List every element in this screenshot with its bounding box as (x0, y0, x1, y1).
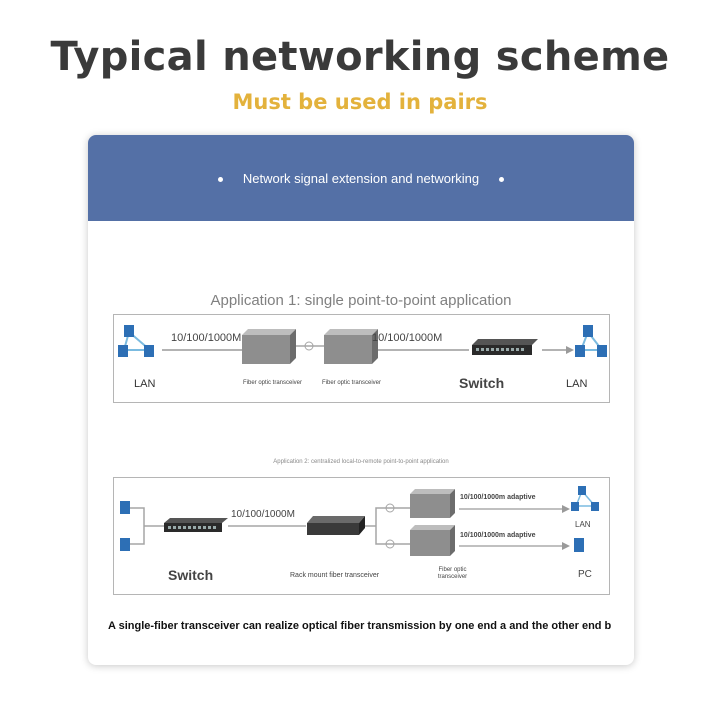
app2-adaptive-top: 10/100/1000m adaptive (460, 494, 536, 501)
app2-rack-label: Rack mount fiber transceiver (290, 572, 380, 579)
app2-adaptive-bottom: 10/100/1000m adaptive (460, 532, 536, 539)
scheme-card: Network signal extension and networking … (88, 135, 634, 665)
lan-remote-icon (571, 486, 599, 511)
app1-lan-right: LAN (566, 378, 588, 390)
switch-icon (472, 339, 538, 355)
lan-left-icon (118, 325, 154, 357)
arrow-right-icon (566, 346, 574, 354)
app1-speed-right: 10/100/1000M (372, 332, 443, 344)
lan-right-icon (575, 325, 607, 357)
app1-transceiver-left: Fiber optic transceiver (243, 380, 303, 386)
page-subtitle: Must be used in pairs (232, 90, 488, 114)
app1-transceiver-right: Fiber optic transceiver (322, 380, 382, 386)
banner-text: Network signal extension and networking (88, 171, 634, 186)
application2-title: Application 2: centralized local-to-remo… (273, 459, 449, 465)
bullet-left-icon (217, 177, 223, 183)
app1-lan-left: LAN (134, 378, 156, 390)
pc-left-top-icon (120, 501, 130, 514)
pc-remote-icon (574, 538, 584, 552)
fiber-transceiver-right-icon (324, 329, 378, 364)
arrow-lan-icon (562, 505, 570, 513)
bullet-right-icon (499, 177, 505, 183)
banner-label: Network signal extension and networking (242, 171, 480, 186)
fiber-transceiver-bottom-icon (410, 525, 455, 556)
app2-fiber-label: Fiber optic transceiver (437, 567, 468, 580)
fiber-transceiver-left-icon (242, 329, 296, 364)
app1-speed-left: 10/100/1000M (171, 332, 242, 344)
banner: Network signal extension and networking (88, 135, 634, 221)
rack-transceiver-icon (307, 516, 365, 535)
app2-pc-label: PC (578, 569, 592, 580)
app2-switch-icon (164, 518, 228, 532)
app1-switch-label: Switch (459, 375, 505, 391)
arrow-pc-icon (562, 542, 570, 550)
app2-lan-label: LAN (575, 520, 591, 529)
application1-diagram: 10/100/1000M 10/100/1000M LAN Fiber opti… (113, 314, 610, 403)
footer-note: A single-fiber transceiver can realize o… (108, 620, 612, 632)
page-title: Typical networking scheme (50, 34, 670, 80)
app2-speed: 10/100/1000M (231, 509, 295, 520)
application2-diagram: 10/100/1000M 10/100/1000m adaptive 10/10… (113, 477, 610, 595)
pc-left-bottom-icon (120, 538, 130, 551)
fiber-transceiver-top-icon (410, 489, 455, 518)
application1-title: Application 1: single point-to-point app… (210, 292, 512, 309)
app2-switch-label: Switch (168, 567, 214, 583)
